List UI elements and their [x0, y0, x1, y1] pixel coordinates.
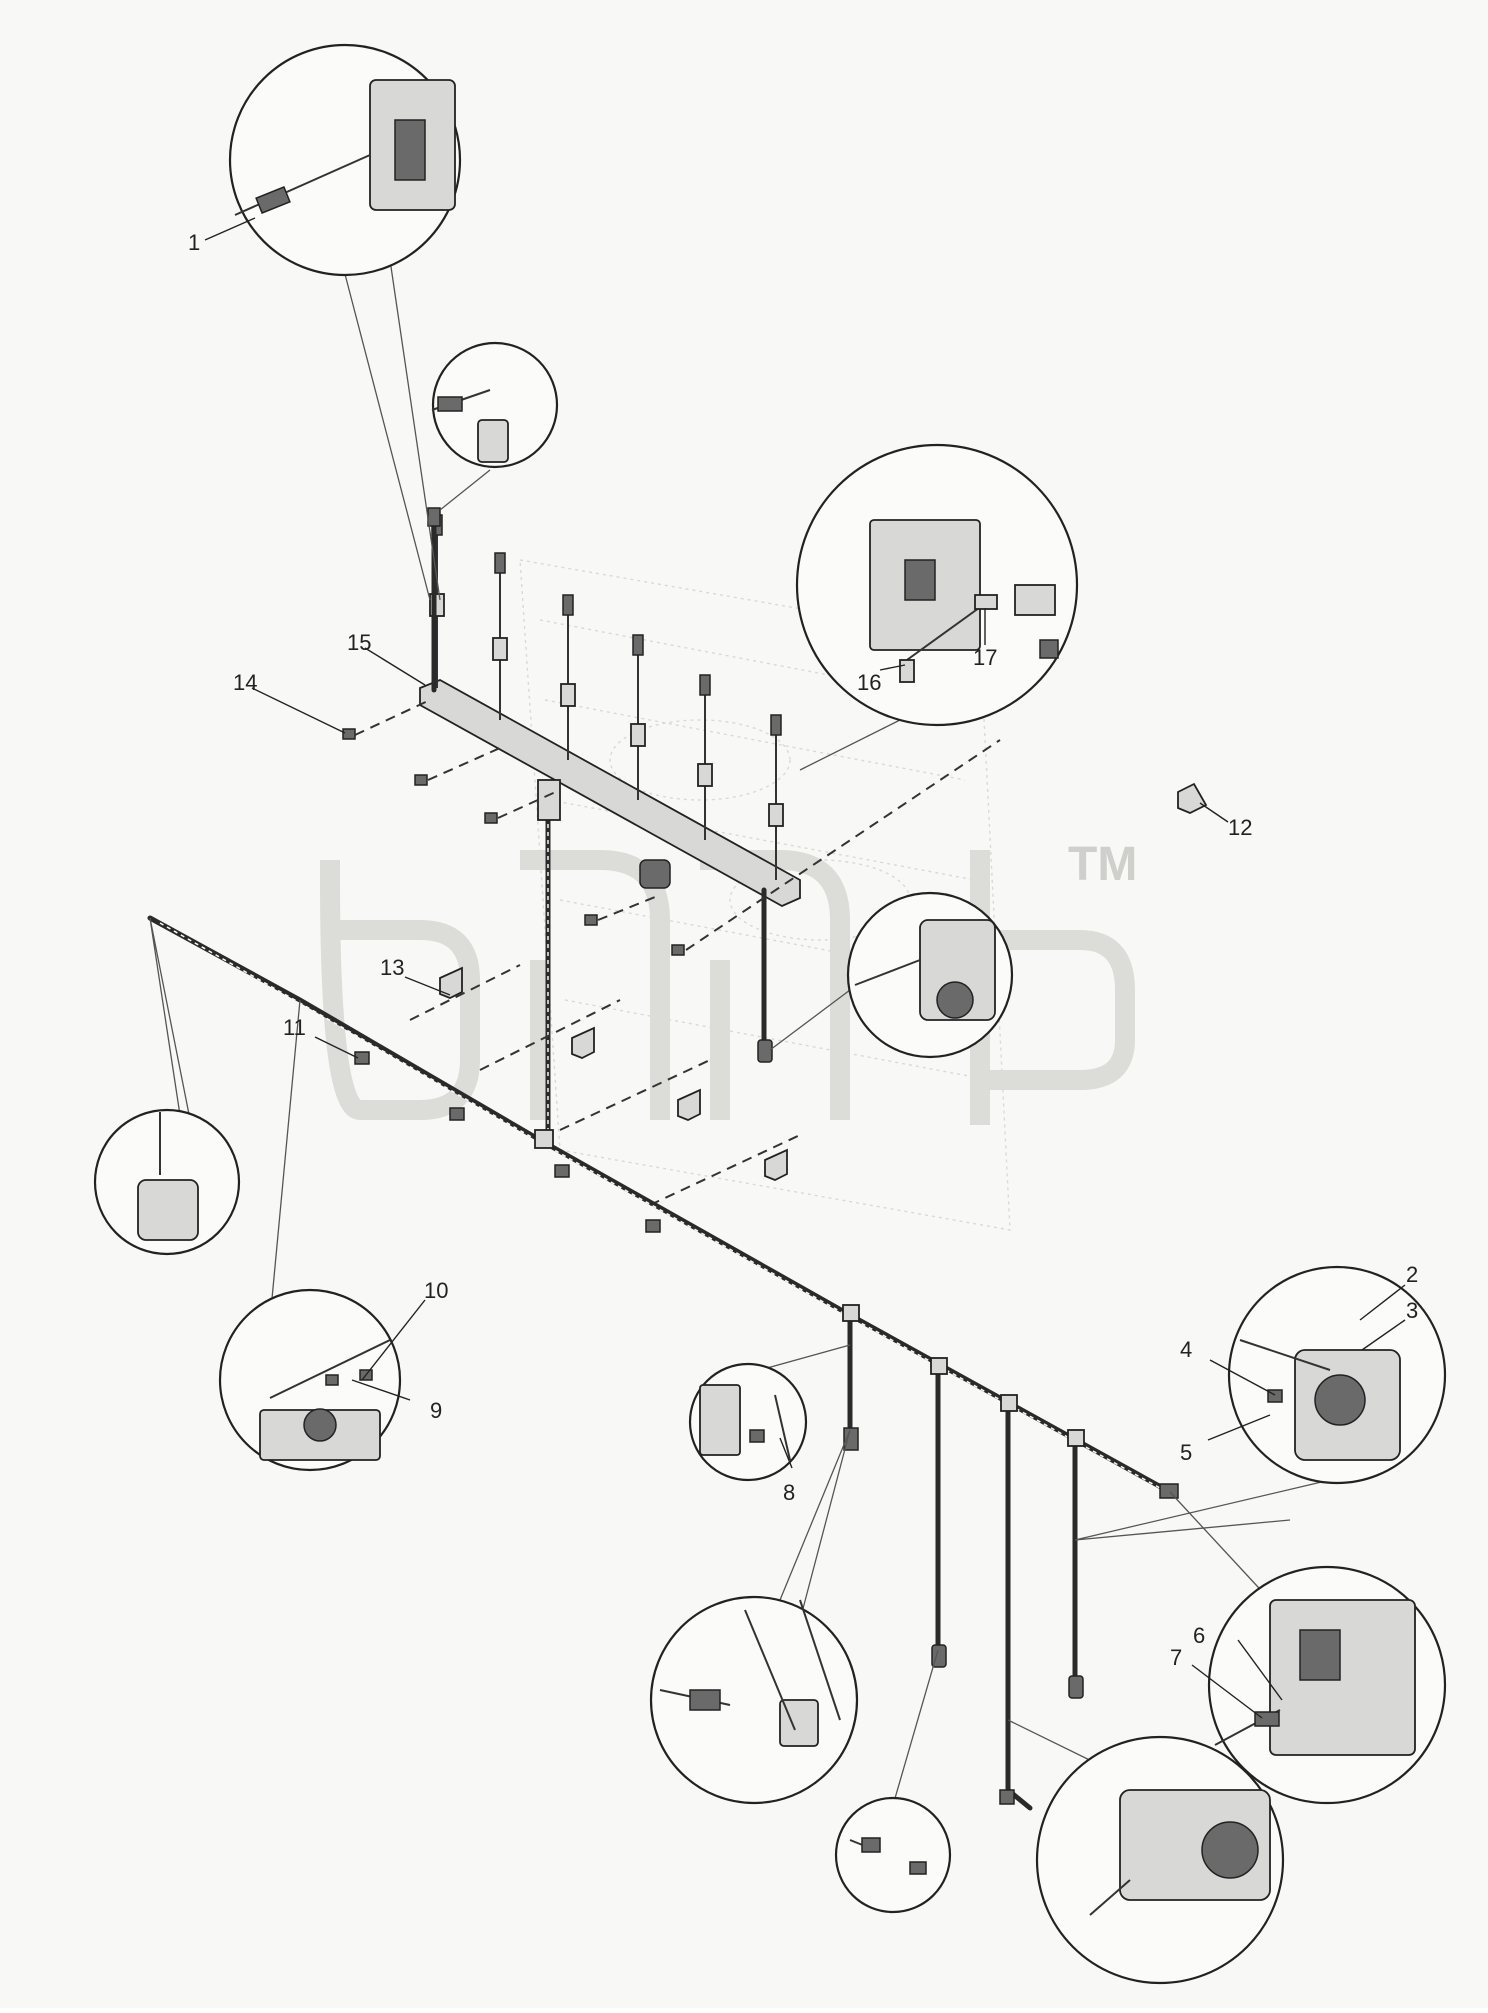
callout-16: 16 — [857, 670, 881, 695]
callout-labels: 1 2 3 4 5 6 7 8 9 10 11 12 13 14 15 16 1… — [188, 230, 1418, 1670]
callout-4: 4 — [1180, 1337, 1192, 1362]
callout-7: 7 — [1170, 1645, 1182, 1670]
callout-6: 6 — [1193, 1623, 1205, 1648]
callout-leaders — [204, 217, 1406, 1719]
detail-bubble-sensor-low — [834, 1796, 952, 1914]
detail-bubble-9-10 — [218, 1288, 402, 1472]
callout-2: 2 — [1406, 1262, 1418, 1287]
watermark-trademark: TM — [1068, 838, 1137, 891]
detail-bubble-2-5 — [1227, 1265, 1447, 1485]
callout-17: 17 — [973, 645, 997, 670]
callout-10: 10 — [424, 1278, 448, 1303]
bolt-11 — [354, 1051, 370, 1065]
rail-bolts — [342, 728, 685, 956]
detail-bubble-ecu — [795, 443, 1079, 727]
detail-bubble-top — [228, 43, 462, 277]
detail-bubble-pump-lower — [1035, 1735, 1285, 1985]
detail-bubble-sensor — [431, 341, 559, 469]
callout-5: 5 — [1180, 1440, 1192, 1465]
callout-13: 13 — [380, 955, 404, 980]
callout-3: 3 — [1406, 1298, 1418, 1323]
callout-1: 1 — [188, 230, 200, 255]
callout-8: 8 — [783, 1480, 795, 1505]
detail-bubble-connector — [649, 1595, 859, 1805]
detail-bubble-6-7 — [1207, 1565, 1447, 1805]
detail-bubble-pump-upper — [846, 891, 1014, 1059]
detail-bubble-left — [93, 1108, 241, 1256]
callout-11: 11 — [283, 1015, 306, 1040]
injector-rail-assembly — [342, 514, 1001, 1143]
bracket-12 — [1177, 782, 1208, 814]
brackets — [409, 964, 801, 1206]
callout-15: 15 — [347, 630, 371, 655]
main-harness — [147, 915, 1179, 1811]
callout-12: 12 — [1228, 815, 1252, 840]
injector-risers — [429, 514, 784, 880]
callout-9: 9 — [430, 1398, 442, 1423]
callout-14: 14 — [233, 670, 257, 695]
detail-bubble-8 — [688, 1362, 808, 1482]
